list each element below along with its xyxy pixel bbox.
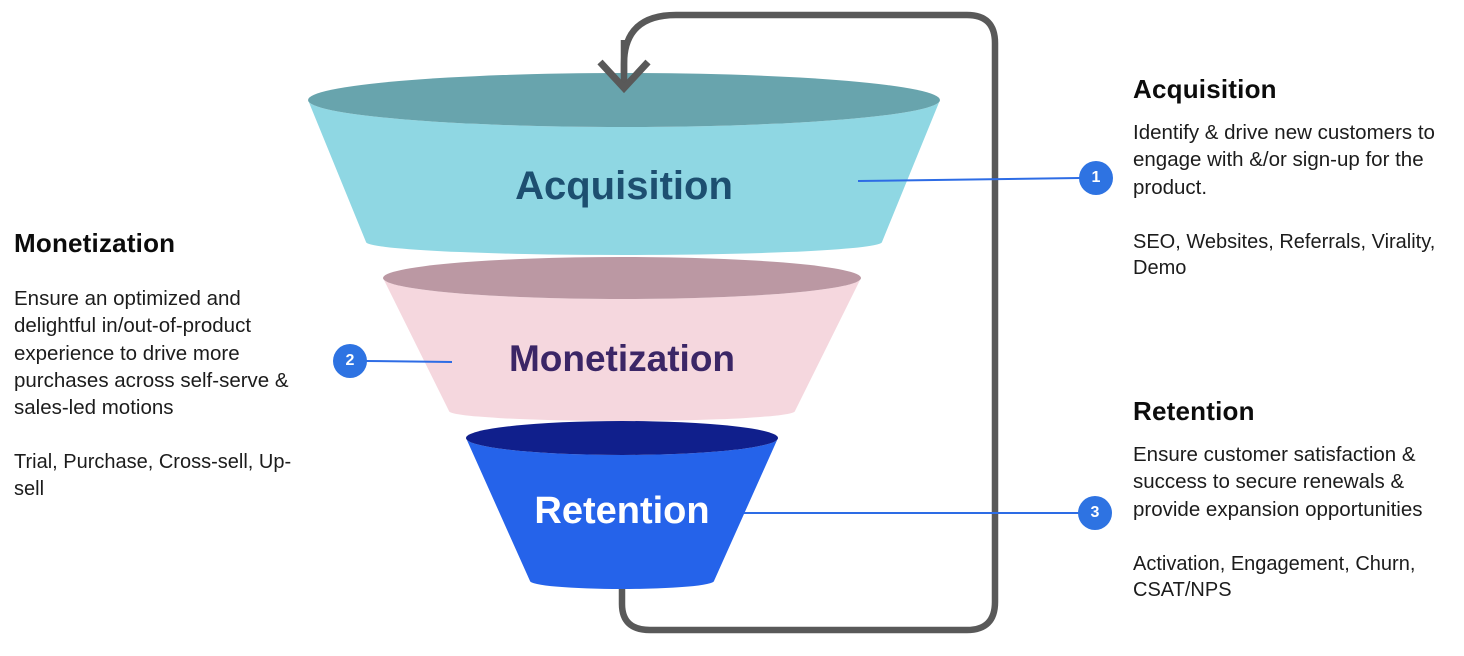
funnel-stage-monetization [383,257,861,421]
annotation-acquisition-tags: SEO, Websites, Referrals, Virality, Demo [1133,230,1436,280]
annotation-retention-title: Retention [1133,396,1255,426]
annotation-acquisition-description: Identify & drive new customers to engage… [1133,121,1435,199]
annotation-monetization-title: Monetization [14,228,176,258]
funnel-stage-monetization-body [383,278,861,421]
annotation-monetization: Monetization Ensure an optimized and del… [14,228,314,502]
funnel-stage-acquisition-body [308,100,940,255]
step-badge-1: 1 [1079,161,1113,195]
annotation-acquisition: Acquisition Identify & drive new custome… [1133,74,1458,282]
annotation-retention-description: Ensure customer satisfaction & success t… [1133,443,1423,521]
funnel-label-acquisition: Acquisition [515,164,733,208]
funnel-stage-monetization-top-ellipse [383,257,861,299]
funnel-stage-retention [466,421,778,589]
connector-line-2 [365,360,453,363]
annotation-acquisition-title: Acquisition [1133,74,1277,104]
arrow-down-icon [597,59,651,94]
funnel-stage-acquisition-top-ellipse [308,73,940,127]
annotation-monetization-tags: Trial, Purchase, Cross-sell, Up-sell [14,451,292,500]
connector-line-1 [857,177,1081,182]
funnel-label-retention: Retention [534,490,709,532]
annotation-retention-tags: Activation, Engagement, Churn, CSAT/NPS [1133,552,1416,602]
funnel-label-monetization: Monetization [509,338,735,379]
step-badge-2: 2 [333,344,367,378]
funnel-stage-retention-body [466,438,778,589]
funnel-stage-retention-top-ellipse [466,421,778,455]
annotation-retention: Retention Ensure customer satisfaction &… [1133,396,1445,604]
funnel-stage-acquisition [308,73,940,255]
annotation-monetization-description: Ensure an optimized and delightful in/ou… [14,287,289,419]
cycle-loop-line [618,11,999,634]
step-badge-3: 3 [1078,496,1112,530]
